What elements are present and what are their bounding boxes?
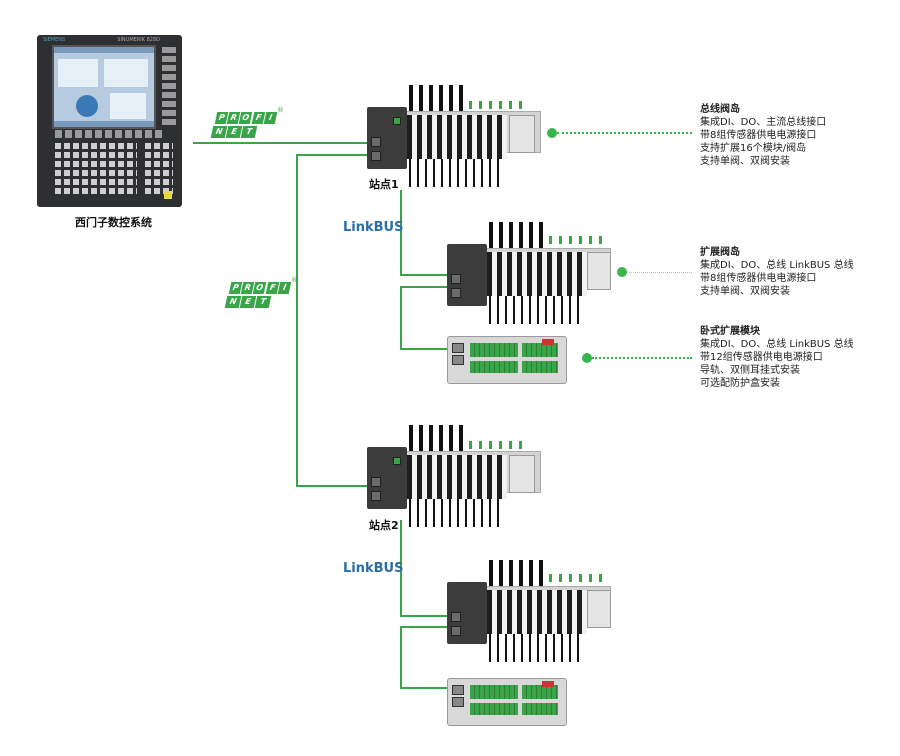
desc-line: 可选配防护盒安装 [700,378,780,389]
profinet-branch-station2 [296,485,368,487]
linkbus-label-1: LinkBUS [343,220,404,235]
desc-line: 集成DI、DO、主流总线接口 [700,117,827,128]
desc-title: 总线阀岛 [700,104,740,115]
horizontal-module-2 [447,678,567,726]
desc-line: 带8组传感器供电电源接口 [700,130,817,141]
controller-cursor-keys [145,143,173,197]
controller-horizontal-softkeys [55,130,165,138]
desc-line: 集成DI、DO、总线 LinkBUS 总线 [700,339,854,350]
controller-caption: 西门子数控系统 [75,216,152,229]
linkbus-2-to-ext [400,615,448,617]
linkbus-1b-top [400,286,448,288]
desc-title: 卧式扩展模块 [700,326,760,337]
bus-valve-island-1 [367,85,542,195]
cnc-controller: SIEMENS SINUMERIK 828D [37,35,182,207]
callout-leader-2 [627,272,692,273]
linkbus-trunk-2 [400,520,402,616]
profinet-branch-station1 [296,154,368,156]
linkbus-1-to-ext [400,274,448,276]
desc-line: 带8组传感器供电电源接口 [700,273,817,284]
linkbus-2b [400,626,402,688]
callout-dot-1 [547,128,557,138]
controller-yellow-key [164,191,172,199]
desc-ext-valve-island: 扩展阀岛 集成DI、DO、总线 LinkBUS 总线 带8组传感器供电电源接口 … [700,246,854,298]
linkbus-label-2: LinkBUS [343,561,404,576]
bus-valve-island-2 [367,425,542,535]
desc-bus-valve-island: 总线阀岛 集成DI、DO、主流总线接口 带8组传感器供电电源接口 支持扩展16个… [700,103,826,168]
profinet-line-main [193,142,368,144]
controller-model: SINUMERIK 828D [117,37,160,43]
desc-line: 支持单阀、双阀安装 [700,156,790,167]
callout-dot-3 [582,353,592,363]
linkbus-1b [400,286,402,349]
station1-label: 站点1 [369,178,399,191]
station2-label: 站点2 [369,519,399,532]
callout-dot-2 [617,267,627,277]
linkbus-2b-top [400,626,448,628]
ext-valve-island-1 [447,222,612,332]
callout-leader-3 [592,357,692,359]
desc-line: 支持扩展16个模块/阀岛 [700,143,807,154]
linkbus-trunk-1 [400,190,402,275]
desc-line: 带12组传感器供电电源接口 [700,352,823,363]
controller-keypad [55,143,137,197]
linkbus-2-to-hmod [400,687,448,689]
controller-softkeys [162,47,176,125]
controller-brand: SIEMENS [43,37,66,43]
linkbus-1-to-hmod [400,348,448,350]
desc-line: 集成DI、DO、总线 LinkBUS 总线 [700,260,854,271]
profinet-trunk [296,154,298,486]
controller-screen [52,45,156,129]
desc-line: 支持单阀、双阀安装 [700,286,790,297]
desc-title: 扩展阀岛 [700,247,740,258]
desc-horizontal-module: 卧式扩展模块 集成DI、DO、总线 LinkBUS 总线 带12组传感器供电电源… [700,325,854,390]
desc-line: 导轨、双侧耳挂式安装 [700,365,800,376]
horizontal-module-1 [447,336,567,384]
callout-leader-1 [557,132,692,134]
ext-valve-island-2 [447,560,612,670]
